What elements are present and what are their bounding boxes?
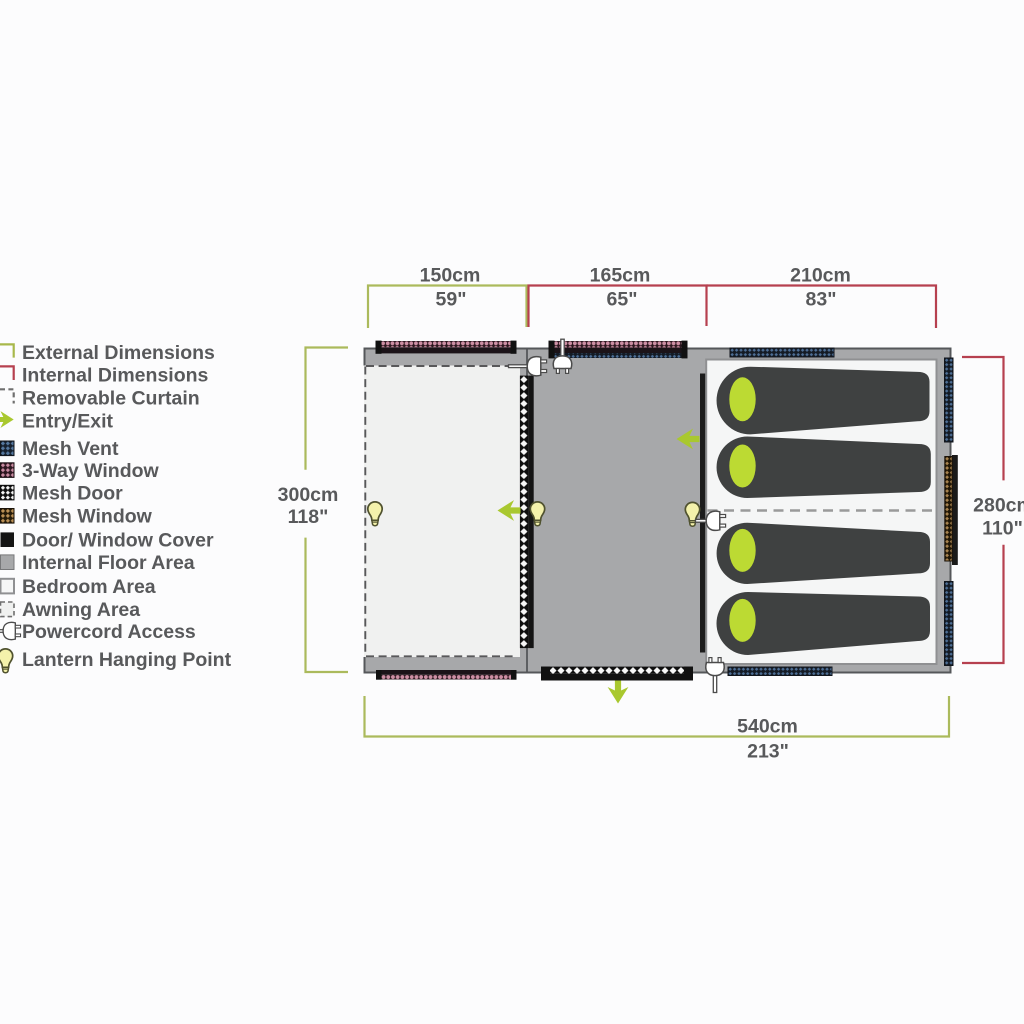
- svg-text:540cm: 540cm: [737, 716, 798, 738]
- svg-text:165cm: 165cm: [590, 265, 651, 287]
- svg-text:210cm: 210cm: [790, 265, 851, 287]
- svg-text:Door/ Window Cover: Door/ Window Cover: [22, 530, 214, 552]
- svg-text:External Dimensions: External Dimensions: [22, 342, 215, 364]
- svg-text:118": 118": [288, 506, 329, 528]
- svg-text:65": 65": [607, 289, 638, 311]
- svg-text:Mesh Window: Mesh Window: [22, 506, 153, 528]
- svg-text:Awning Area: Awning Area: [22, 599, 140, 621]
- svg-text:150cm: 150cm: [420, 265, 481, 287]
- svg-text:300cm: 300cm: [278, 484, 339, 506]
- svg-text:Internal Floor Area: Internal Floor Area: [22, 552, 195, 574]
- svg-text:Lantern Hanging Point: Lantern Hanging Point: [22, 649, 232, 671]
- svg-text:Mesh Door: Mesh Door: [22, 483, 123, 505]
- svg-text:280cm: 280cm: [973, 495, 1024, 517]
- svg-text:Bedroom Area: Bedroom Area: [22, 576, 156, 598]
- svg-text:Mesh Vent: Mesh Vent: [22, 438, 119, 460]
- svg-text:Powercord Access: Powercord Access: [22, 621, 196, 643]
- svg-text:Removable Curtain: Removable Curtain: [22, 388, 200, 410]
- svg-text:59": 59": [436, 289, 467, 311]
- svg-text:Entry/Exit: Entry/Exit: [22, 411, 114, 433]
- svg-text:110": 110": [982, 518, 1023, 540]
- svg-text:3-Way Window: 3-Way Window: [22, 460, 160, 482]
- svg-text:213": 213": [747, 741, 789, 763]
- svg-text:Internal Dimensions: Internal Dimensions: [22, 364, 209, 386]
- svg-text:83": 83": [806, 289, 837, 311]
